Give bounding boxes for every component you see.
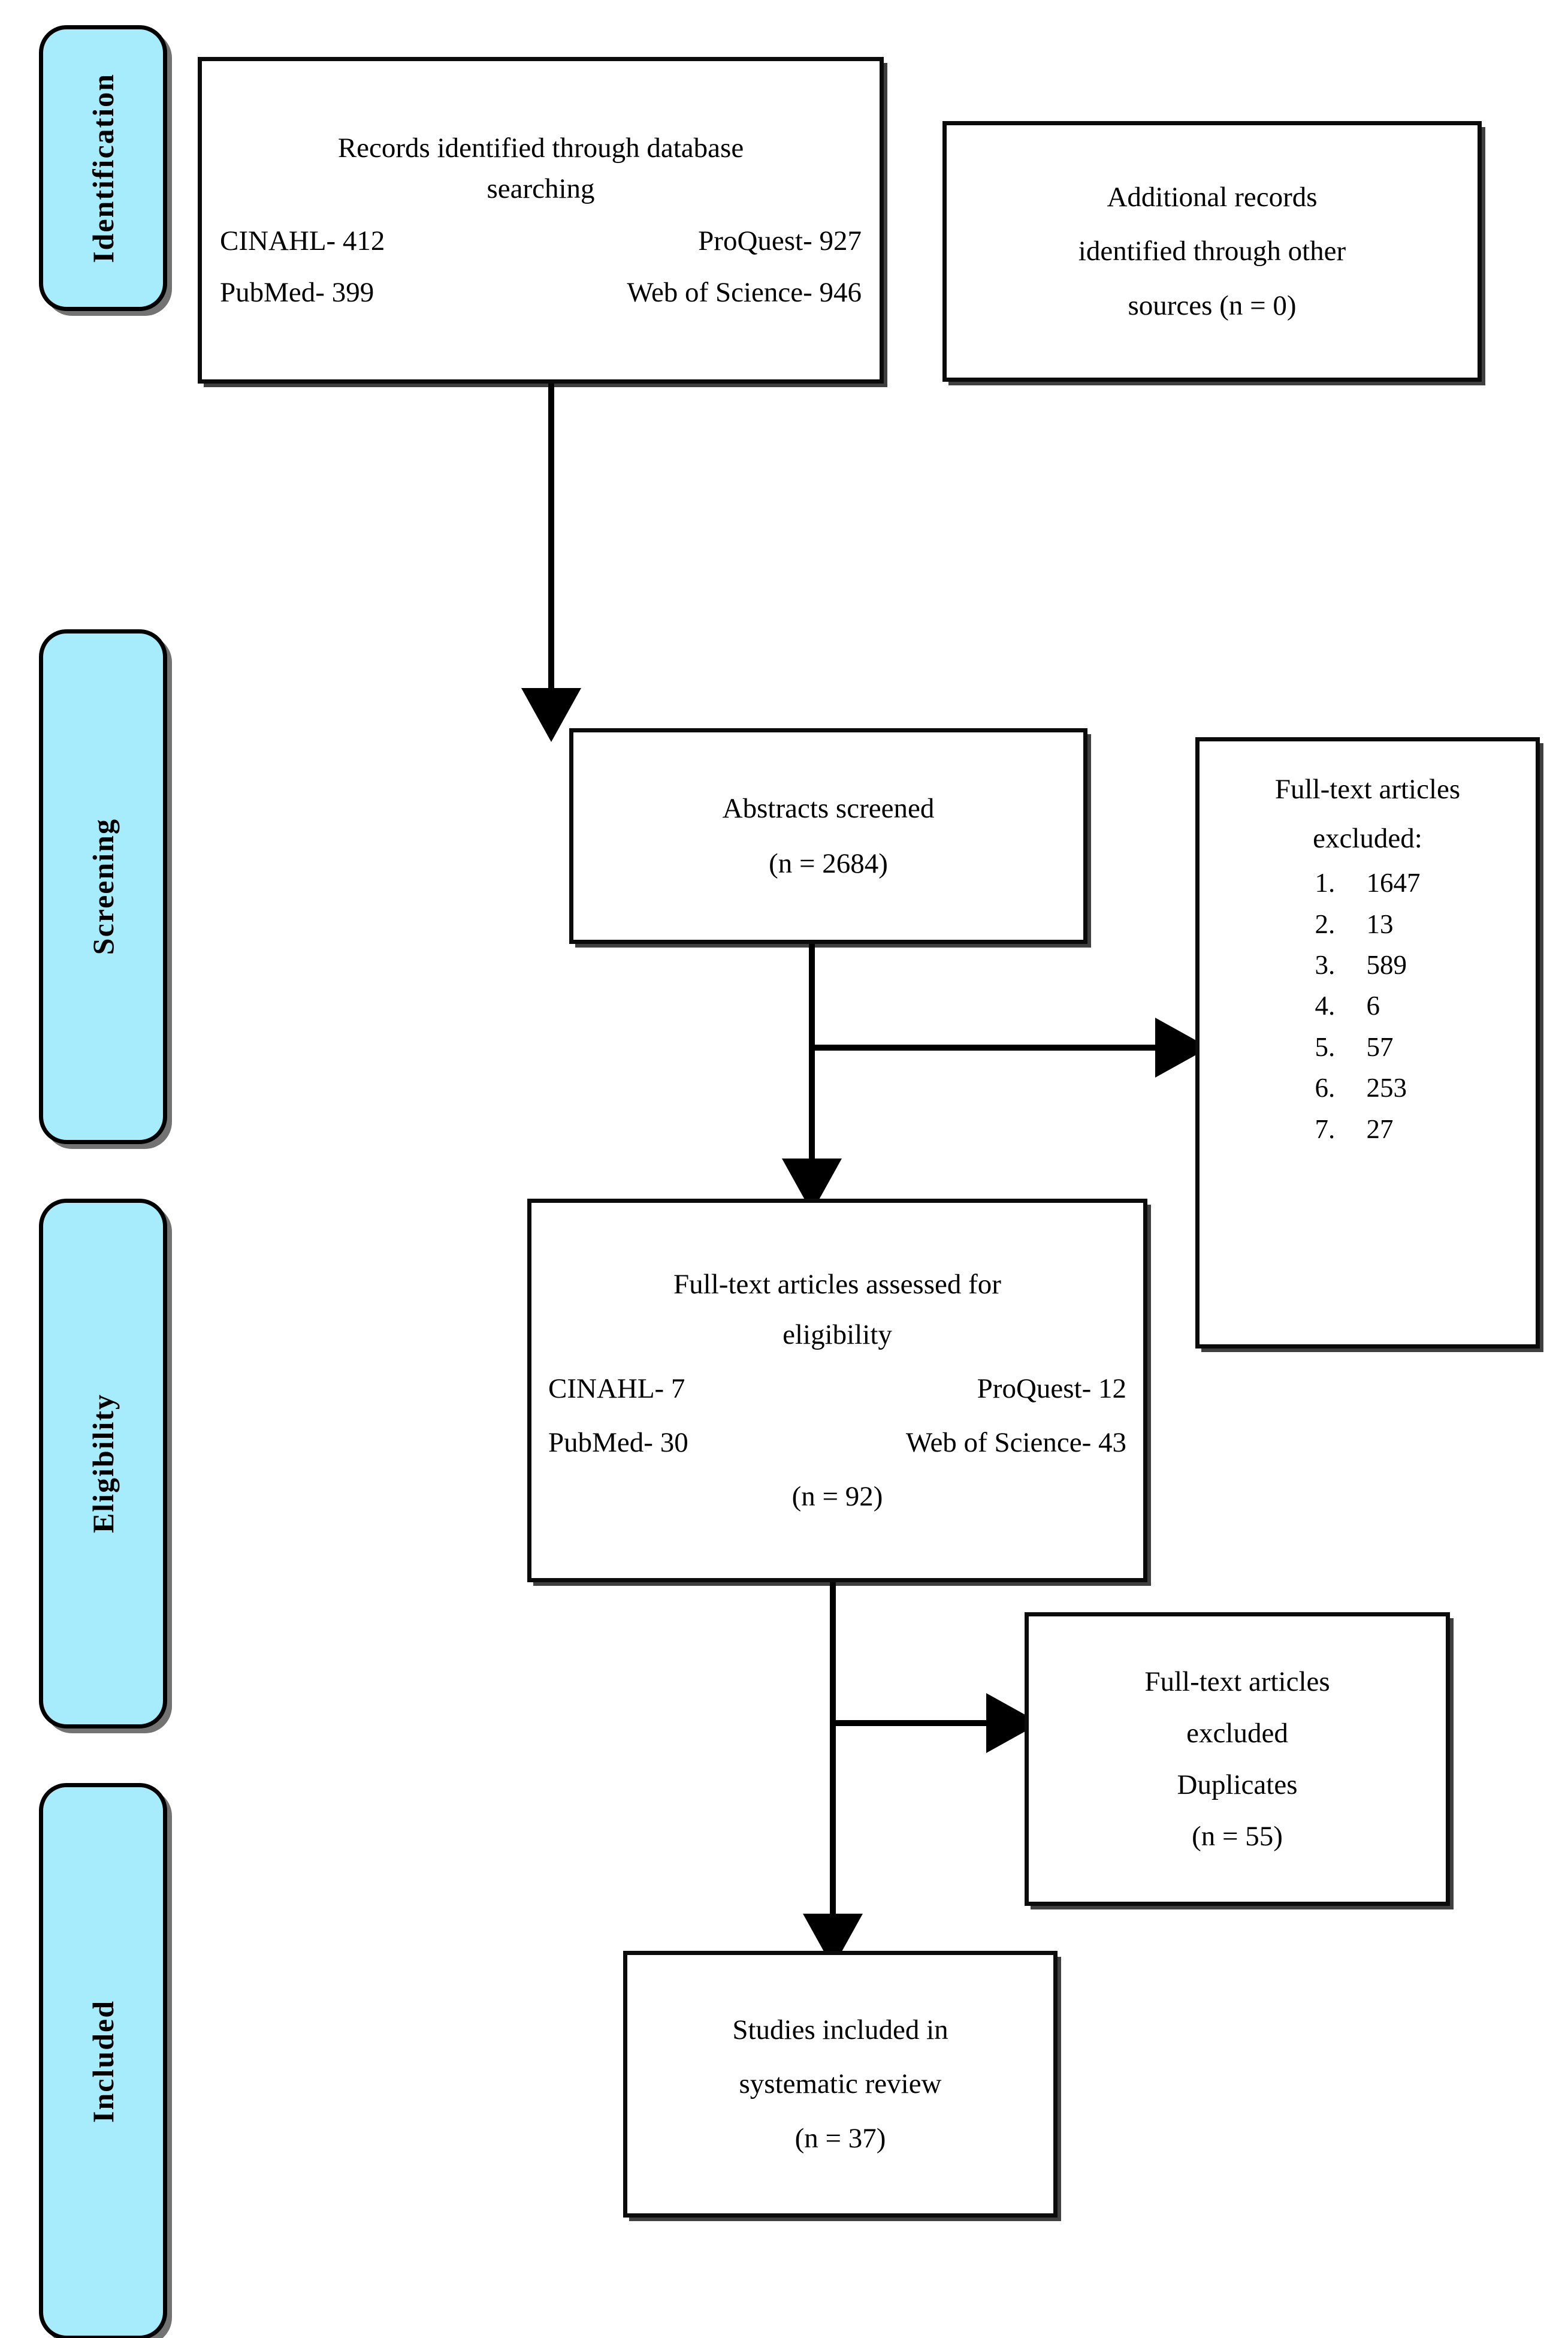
box-other-sources: Additional records identified through ot… bbox=[942, 121, 1482, 382]
excluded-reasons-list: 1.1647 2.13 3.589 4.6 5.57 6.253 7.27 bbox=[1315, 862, 1421, 1150]
excluded-reason-3-num: 3. bbox=[1315, 950, 1336, 981]
studies-included-count: (n = 37) bbox=[794, 2122, 886, 2154]
phase-bar-eligibility: Eligibility bbox=[39, 1199, 167, 1728]
box-fulltext-excluded-reasons: Full-text articles excluded: 1.1647 2.13… bbox=[1195, 737, 1540, 1349]
excluded-reason-6-value: 253 bbox=[1366, 1073, 1407, 1103]
fulltext-assessed-count: (n = 92) bbox=[791, 1481, 883, 1513]
database-search-row-2: PubMed- 399 Web of Science- 946 bbox=[202, 272, 880, 313]
duplicates-count: (n = 55) bbox=[1192, 1821, 1283, 1853]
duplicates-line2: excluded bbox=[1186, 1717, 1288, 1749]
excluded-reason-3-value: 589 bbox=[1366, 950, 1407, 981]
phase-label-eligibility: Eligibility bbox=[86, 1393, 120, 1534]
excluded-reasons-line1: Full-text articles bbox=[1274, 774, 1461, 805]
database-search-heading-line2: searching bbox=[487, 173, 595, 205]
box-studies-included: Studies included in systematic review (n… bbox=[623, 1951, 1058, 2218]
box-abstracts-screened: Abstracts screened (n = 2684) bbox=[569, 728, 1087, 944]
fulltext-assessed-line2: eligibility bbox=[783, 1319, 892, 1350]
list-item: 3. 589 bbox=[1315, 945, 1421, 985]
phase-label-screening: Screening bbox=[86, 818, 120, 955]
list-item: 5.57 bbox=[1315, 1027, 1421, 1067]
excluded-reason-1-num: 1. bbox=[1315, 868, 1336, 898]
fulltext-assessed-cinahl: CINAHL- 7 bbox=[548, 1372, 685, 1404]
excluded-reason-2-value: 13 bbox=[1366, 909, 1394, 939]
excluded-reason-5-value: 57 bbox=[1366, 1031, 1394, 1062]
duplicates-line1: Full-text articles bbox=[1144, 1666, 1330, 1697]
list-item: 1. 1647 bbox=[1315, 862, 1421, 903]
fulltext-assessed-row-1: CINAHL- 7 ProQuest- 12 bbox=[531, 1368, 1143, 1409]
list-item: 4.6 bbox=[1315, 985, 1421, 1026]
excluded-reason-5-num: 5. bbox=[1315, 1031, 1336, 1062]
abstracts-screened-count: (n = 2684) bbox=[769, 848, 888, 879]
duplicates-line3: Duplicates bbox=[1177, 1769, 1298, 1800]
excluded-reasons-line2: excluded: bbox=[1313, 823, 1422, 855]
database-search-proquest: ProQuest- 927 bbox=[698, 225, 862, 257]
phase-bar-identification: Identification bbox=[39, 25, 167, 311]
excluded-reason-4-num: 4. bbox=[1315, 991, 1336, 1021]
database-search-heading-line1: Records identified through database bbox=[337, 132, 744, 164]
excluded-reason-1-value: 1647 bbox=[1366, 868, 1421, 898]
studies-included-line2: systematic review bbox=[739, 2068, 942, 2100]
fulltext-assessed-line1: Full-text articles assessed for bbox=[673, 1268, 1001, 1300]
phase-label-included: Included bbox=[86, 2000, 120, 2123]
excluded-reason-6-num: 6. bbox=[1315, 1073, 1336, 1103]
phase-bar-included: Included bbox=[39, 1783, 167, 2338]
other-sources-line3: sources (n = 0) bbox=[1128, 289, 1297, 321]
fulltext-assessed-wos: Web of Science- 43 bbox=[905, 1427, 1126, 1459]
excluded-reason-2-num: 2. bbox=[1315, 909, 1336, 939]
box-database-search: Records identified through database sear… bbox=[198, 57, 884, 384]
database-search-cinahl: CINAHL- 412 bbox=[220, 225, 385, 257]
fulltext-assessed-row-2: PubMed- 30 Web of Science- 43 bbox=[531, 1422, 1143, 1463]
database-search-row-1: CINAHL- 412 ProQuest- 927 bbox=[202, 221, 880, 261]
box-duplicates-excluded: Full-text articles excluded Duplicates (… bbox=[1025, 1612, 1450, 1906]
list-item: 7.27 bbox=[1315, 1109, 1421, 1150]
box-fulltext-assessed: Full-text articles assessed for eligibil… bbox=[527, 1199, 1147, 1582]
other-sources-line1: Additional records bbox=[1107, 182, 1318, 213]
excluded-reason-4-value: 6 bbox=[1366, 991, 1380, 1021]
fulltext-assessed-pubmed: PubMed- 30 bbox=[548, 1427, 688, 1459]
phase-label-identification: Identification bbox=[86, 73, 120, 263]
list-item: 6. 253 bbox=[1315, 1067, 1421, 1108]
abstracts-screened-label: Abstracts screened bbox=[722, 792, 935, 824]
database-search-pubmed: PubMed- 399 bbox=[220, 276, 374, 308]
fulltext-assessed-proquest: ProQuest- 12 bbox=[977, 1372, 1126, 1404]
other-sources-line2: identified through other bbox=[1078, 236, 1346, 267]
list-item: 2.13 bbox=[1315, 904, 1421, 945]
studies-included-line1: Studies included in bbox=[732, 2014, 948, 2046]
phase-bar-screening: Screening bbox=[39, 629, 167, 1144]
database-search-wos: Web of Science- 946 bbox=[627, 276, 862, 308]
excluded-reason-7-value: 27 bbox=[1366, 1114, 1394, 1144]
excluded-reason-7-num: 7. bbox=[1315, 1114, 1336, 1144]
